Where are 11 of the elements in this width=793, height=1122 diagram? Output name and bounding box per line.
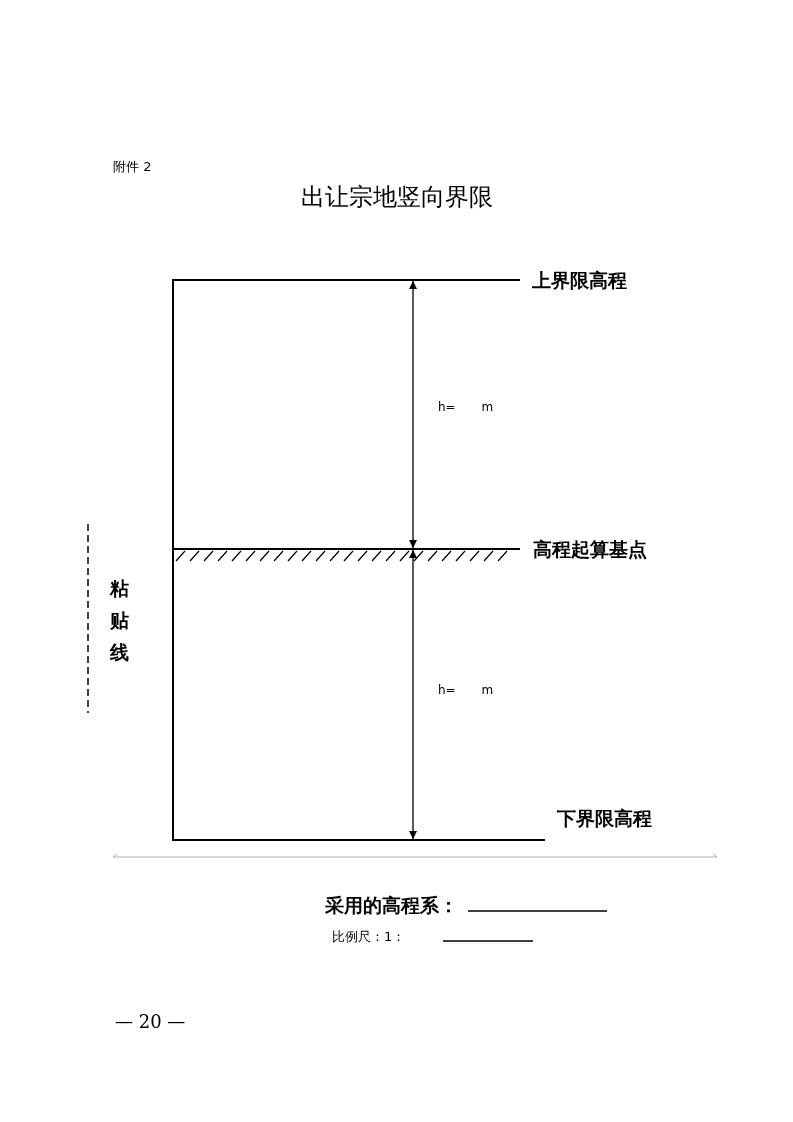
elevation-label: 上界限高程 (532, 270, 627, 290)
title: 出让宗地竖向界限 (301, 185, 493, 209)
field-label: 采用的高程系： (325, 895, 458, 915)
elevation-label: 高程起算基点 (533, 539, 647, 559)
attachment-label: 附件 2 (113, 159, 152, 173)
field-label: 比例尺：1： (332, 929, 406, 943)
elevation-label: 下界限高程 (557, 808, 652, 828)
page-number: — 20 — (115, 1013, 186, 1031)
dimension-label: h= m (438, 684, 494, 696)
dimension-label: h= m (438, 401, 494, 413)
paste-line-label: 粘贴线 (110, 576, 129, 665)
